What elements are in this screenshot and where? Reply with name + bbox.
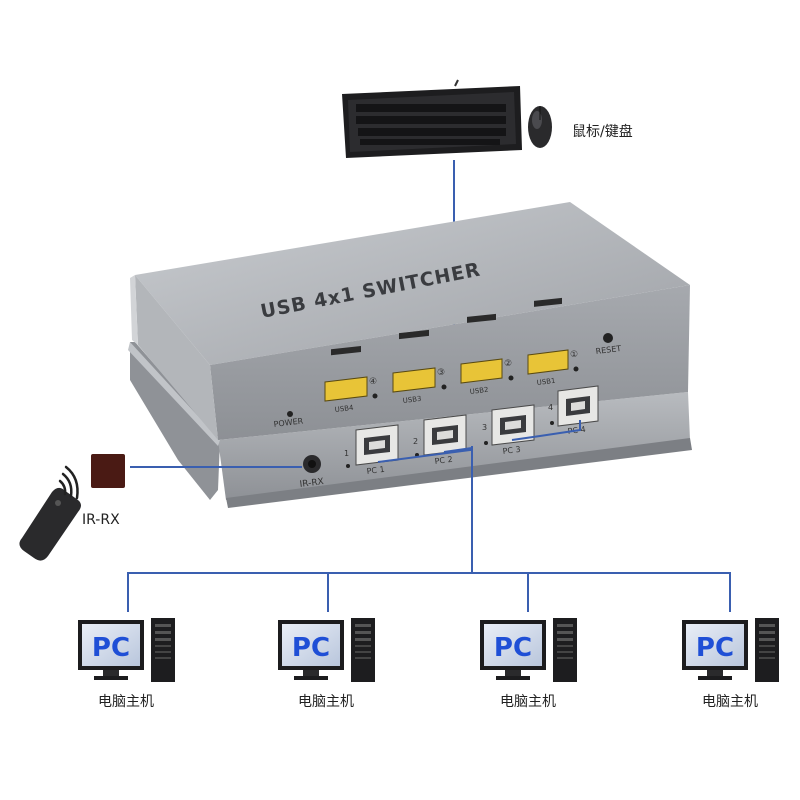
irrx-port-label: IR-RX: [299, 477, 324, 490]
computer-label: 电脑主机: [500, 694, 556, 710]
tower-icon: [755, 618, 779, 682]
pc-port-3[interactable]: 3 PC 3: [482, 404, 535, 456]
usb-port-label: USB2: [469, 386, 489, 396]
tower-icon: [351, 618, 375, 682]
tower-icon: [553, 618, 577, 682]
reset-label: RESET: [595, 344, 622, 356]
pc-port-number: 4: [548, 403, 553, 412]
computer-2: PC 电脑主机: [278, 618, 375, 710]
tower-icon: [151, 618, 175, 682]
computer-4: PC 电脑主机: [682, 618, 779, 710]
computer-label: 电脑主机: [298, 694, 354, 710]
kvm-switcher-device: USB 4x1 SWITCHER POWER RESET USB4 ④ USB3…: [128, 202, 692, 508]
pc-port-number: 3: [482, 423, 487, 432]
mouse-icon: [528, 106, 552, 148]
pc-port-label: PC 2: [434, 455, 453, 466]
usb-port-1[interactable]: USB1 ①: [527, 297, 579, 387]
usb-port-number: ②: [504, 359, 512, 369]
usb-port-2[interactable]: USB2 ②: [460, 313, 514, 396]
computer-1: PC 电脑主机: [78, 618, 175, 710]
usb-port-label: USB3: [402, 395, 422, 405]
ir-receiver-icon: [91, 454, 125, 488]
screen-text: PC: [696, 633, 734, 663]
power-label: POWER: [273, 416, 304, 429]
pc-port-label: PC 3: [502, 445, 521, 456]
screen-text: PC: [494, 633, 532, 663]
pc-port-2[interactable]: 2 PC 2: [413, 414, 467, 466]
usb-port-number: ④: [369, 377, 377, 387]
usb-port-3[interactable]: USB3 ③: [392, 329, 447, 405]
usb-port-label: USB4: [334, 404, 354, 414]
pc-port-number: 2: [413, 437, 418, 446]
power-led: [287, 411, 293, 417]
keyboard-icon: [342, 79, 522, 158]
monitor-icon: [480, 620, 546, 680]
monitor-icon: [78, 620, 144, 680]
monitor-icon: [682, 620, 748, 680]
remote-label: IR-RX: [82, 512, 120, 528]
peripherals-label: 鼠标/键盘: [572, 123, 633, 140]
screen-text: PC: [292, 633, 330, 663]
pc-port-number: 1: [344, 449, 349, 458]
pc-port-4[interactable]: 4 PC 4: [548, 385, 599, 436]
reset-button[interactable]: [603, 333, 613, 343]
signal-waves-icon: [58, 465, 79, 500]
monitor-icon: [278, 620, 344, 680]
wire-pc-ports: [127, 420, 731, 612]
screen-text: PC: [92, 633, 130, 663]
computer-label: 电脑主机: [702, 694, 758, 710]
usb-port-number: ③: [437, 368, 445, 378]
usb-port-4[interactable]: USB4 ④: [324, 346, 378, 414]
usb-port-label: USB1: [536, 377, 556, 387]
usb-port-number: ①: [570, 350, 578, 360]
pc-port-label: PC 1: [366, 465, 385, 476]
computer-label: 电脑主机: [98, 694, 154, 710]
computer-3: PC 电脑主机: [480, 618, 577, 710]
remote-control-icon: [19, 487, 81, 561]
